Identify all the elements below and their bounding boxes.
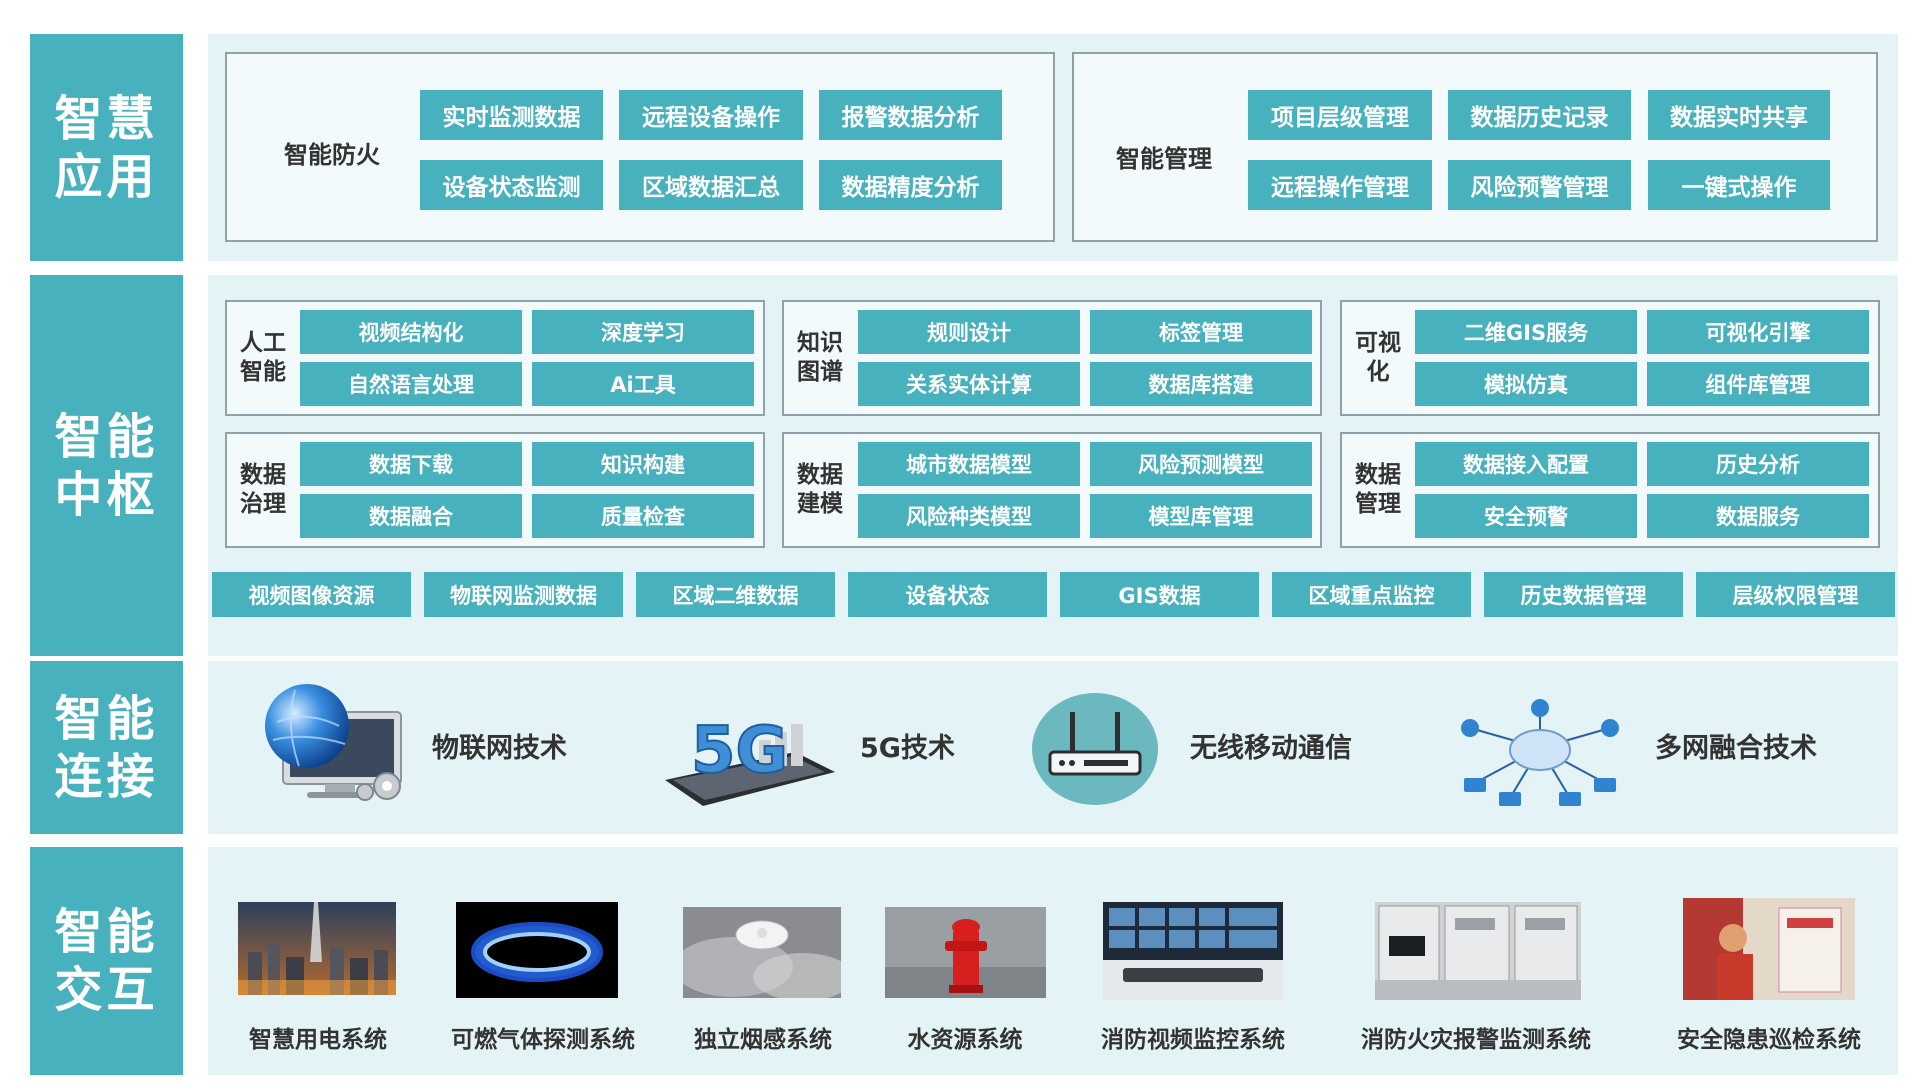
chip-quality-check: 质量检查 bbox=[532, 494, 754, 538]
panel-title-kg: 知识 图谱 bbox=[797, 330, 843, 385]
chip-remote-mgmt: 远程操作管理 bbox=[1248, 160, 1432, 210]
chip-simulation: 模拟仿真 bbox=[1415, 362, 1637, 406]
chip-data-fusion: 数据融合 bbox=[300, 494, 522, 538]
wireless-router-icon bbox=[1030, 690, 1160, 808]
panel-title-mgmt: 智能管理 bbox=[1116, 144, 1212, 173]
gas-flame-image bbox=[456, 902, 618, 998]
chip-project-level: 项目层级管理 bbox=[1248, 90, 1432, 140]
chip-history-record: 数据历史记录 bbox=[1448, 90, 1631, 140]
panel-title-vis: 可视 化 bbox=[1355, 330, 1401, 385]
chip-tag-mgmt: 标签管理 bbox=[1090, 310, 1312, 354]
resource-history-mgmt: 历史数据管理 bbox=[1484, 572, 1683, 617]
chip-realtime-data: 实时监测数据 bbox=[420, 90, 603, 140]
tech-label-5g: 5G技术 bbox=[860, 732, 955, 764]
fire-hydrant-image bbox=[885, 907, 1046, 998]
svg-text:5G: 5G bbox=[691, 714, 788, 788]
resource-key-monitor: 区域重点监控 bbox=[1272, 572, 1471, 617]
chip-history-analysis: 历史分析 bbox=[1647, 442, 1869, 486]
layer-label-interact: 智能 交互 bbox=[30, 847, 183, 1075]
system-label-video: 消防视频监控系统 bbox=[1101, 1027, 1285, 1053]
chip-area-summary: 区域数据汇总 bbox=[619, 160, 803, 210]
panel-title-model: 数据 建模 bbox=[797, 462, 843, 517]
network-cloud-icon bbox=[1450, 698, 1630, 808]
chip-gis-service: 二维GIS服务 bbox=[1415, 310, 1637, 354]
city-night-image bbox=[238, 902, 396, 995]
chip-vis-engine: 可视化引擎 bbox=[1647, 310, 1869, 354]
panel-title-gov: 数据 治理 bbox=[240, 462, 286, 517]
panel-title-dm: 数据 管理 bbox=[1355, 462, 1401, 517]
globe-monitor-icon bbox=[255, 682, 420, 807]
system-label-smoke: 独立烟感系统 bbox=[694, 1027, 832, 1053]
inspection-image bbox=[1683, 898, 1855, 1000]
chip-model-lib: 模型库管理 bbox=[1090, 494, 1312, 538]
system-label-water: 水资源系统 bbox=[907, 1027, 1023, 1053]
resource-permission: 层级权限管理 bbox=[1696, 572, 1895, 617]
layer-label-hub: 智能 中枢 bbox=[30, 275, 183, 656]
resource-device-status: 设备状态 bbox=[848, 572, 1047, 617]
smoke-detector-image bbox=[683, 907, 841, 998]
alarm-panel-image bbox=[1375, 902, 1581, 1000]
chip-security-warning: 安全预警 bbox=[1415, 494, 1637, 538]
chip-data-access: 数据接入配置 bbox=[1415, 442, 1637, 486]
system-label-inspection: 安全隐患巡检系统 bbox=[1677, 1027, 1861, 1053]
chip-realtime-share: 数据实时共享 bbox=[1648, 90, 1830, 140]
chip-rule-design: 规则设计 bbox=[858, 310, 1080, 354]
tech-label-iot: 物联网技术 bbox=[432, 732, 567, 764]
chip-risk-predict-model: 风险预测模型 bbox=[1090, 442, 1312, 486]
resource-area-2d: 区域二维数据 bbox=[636, 572, 835, 617]
chip-deep-learning: 深度学习 bbox=[532, 310, 754, 354]
chip-remote-operation: 远程设备操作 bbox=[619, 90, 803, 140]
resource-video-image: 视频图像资源 bbox=[212, 572, 411, 617]
tech-label-multinet: 多网融合技术 bbox=[1655, 732, 1817, 764]
chip-device-monitor: 设备状态监测 bbox=[420, 160, 603, 210]
chip-nlp: 自然语言处理 bbox=[300, 362, 522, 406]
video-wall-image bbox=[1103, 902, 1283, 1000]
chip-alarm-analysis: 报警数据分析 bbox=[819, 90, 1002, 140]
chip-one-click: 一键式操作 bbox=[1648, 160, 1830, 210]
panel-smart-mgmt bbox=[1072, 52, 1878, 242]
chip-data-service: 数据服务 bbox=[1647, 494, 1869, 538]
tech-label-wireless: 无线移动通信 bbox=[1190, 732, 1352, 764]
chip-city-model: 城市数据模型 bbox=[858, 442, 1080, 486]
system-label-electric: 智慧用电系统 bbox=[249, 1027, 387, 1053]
system-label-gas: 可燃气体探测系统 bbox=[451, 1027, 635, 1053]
chip-knowledge-build: 知识构建 bbox=[532, 442, 754, 486]
layer-label-app: 智慧 应用 bbox=[30, 34, 183, 261]
panel-title-ai: 人工 智能 bbox=[240, 330, 286, 385]
resource-gis-data: GIS数据 bbox=[1060, 572, 1259, 617]
chip-db-build: 数据库搭建 bbox=[1090, 362, 1312, 406]
panel-title-fire: 智能防火 bbox=[284, 140, 380, 169]
5g-phone-icon: 5G bbox=[655, 700, 840, 810]
chip-entity-calc: 关系实体计算 bbox=[858, 362, 1080, 406]
chip-risk-type-model: 风险种类模型 bbox=[858, 494, 1080, 538]
chip-precision-analysis: 数据精度分析 bbox=[819, 160, 1002, 210]
chip-risk-warning: 风险预警管理 bbox=[1448, 160, 1631, 210]
resource-iot-data: 物联网监测数据 bbox=[424, 572, 623, 617]
panel-smart-fire bbox=[225, 52, 1055, 242]
chip-video-structure: 视频结构化 bbox=[300, 310, 522, 354]
chip-data-download: 数据下载 bbox=[300, 442, 522, 486]
chip-ai-tools: Ai工具 bbox=[532, 362, 754, 406]
system-label-alarm: 消防火灾报警监测系统 bbox=[1361, 1027, 1591, 1053]
chip-component-lib: 组件库管理 bbox=[1647, 362, 1869, 406]
layer-label-connect: 智能 连接 bbox=[30, 661, 183, 834]
